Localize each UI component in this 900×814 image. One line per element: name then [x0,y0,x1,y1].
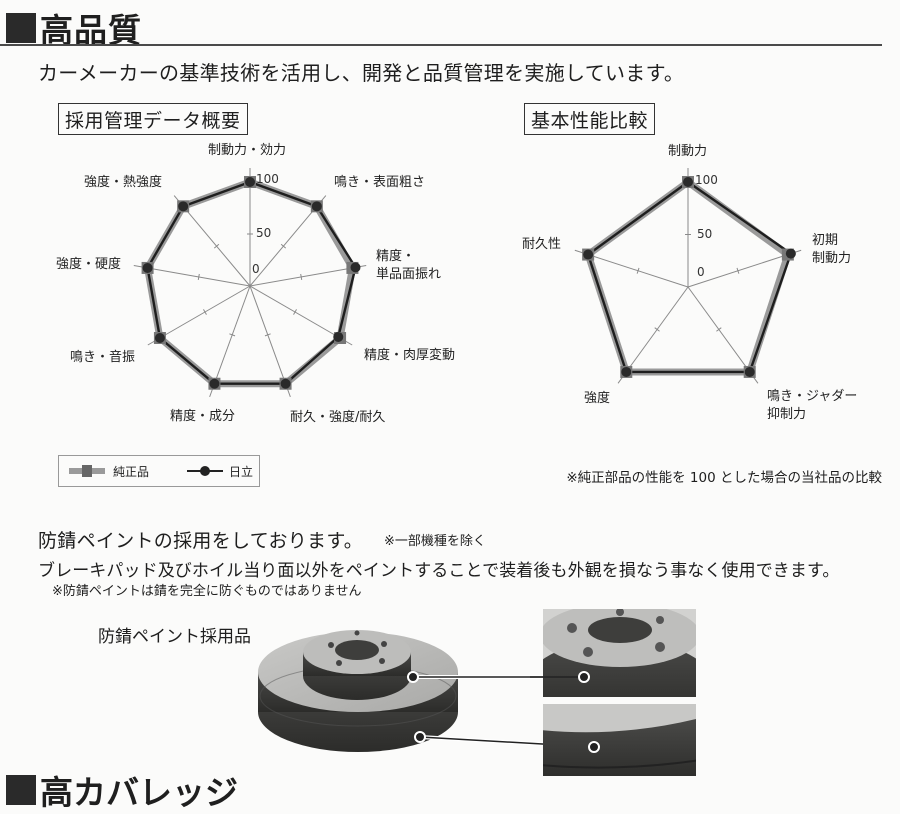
brake-disc-photos [258,609,696,776]
axis-label-thickness: 精度・肉厚変動 [364,348,456,363]
chart1-legend: 純正品 日立 [58,455,260,487]
axis-label-durability2: 耐久性 [522,237,562,252]
legend-square-marker-icon [69,465,105,477]
chart2-title: 基本性能比較 [524,103,656,135]
axis-label-initial-l2: 制動力 [812,251,852,266]
section-heading-coverage: 高カバレッジ [6,770,238,812]
chart1-tick-50: 50 [256,226,272,240]
radar-chart-1 [133,168,367,398]
heading-title: 高品質 [40,11,142,50]
axis-label-durability: 耐久・強度/耐久 [290,410,386,425]
chart2-tick-100: 100 [695,173,718,187]
legend-circle-marker-icon [187,466,224,476]
axis-label-braking-effect: 制動力・効力 [208,143,287,158]
axis-label-braking: 制動力 [668,144,708,159]
chart2-note: ※純正部品の性能を 100 とした場合の当社品の比較 [566,470,882,486]
legend-item-hitachi: 日立 [159,463,253,480]
photo-title: 防錆ペイント採用品 [98,627,251,647]
radar-charts [133,168,802,398]
axis-label-judder-l2: 抑制力 [767,407,807,422]
inset-hat-closeup [530,609,696,697]
series-hitachi-line [586,180,793,374]
axis-label-hardness: 強度・硬度 [56,257,122,272]
next-heading-title: 高カバレッジ [40,773,238,812]
heading-square-icon [6,775,36,805]
paint-heading: 防錆ペイントの採用をしております。 [38,530,364,552]
axis-label-heat-strength: 強度・熱強度 [84,175,163,190]
chart2-tick-0: 0 [697,265,705,279]
section-heading-quality: 高品質 [6,4,142,52]
chart1-tick-100: 100 [256,172,279,186]
axis-label-strength: 強度 [584,391,611,406]
callout-dot-hat [407,671,419,683]
heading-square-icon [6,13,36,43]
chart1-tick-0: 0 [252,262,260,276]
paint-heading-note: ※一部機種を除く [384,534,486,549]
heading-rule [0,44,882,46]
callout-dot-edge [414,731,426,743]
axis-label-composition: 精度・成分 [170,409,236,424]
axis-label-runout-l2: 単品面振れ [376,267,442,282]
axis-label-runout-l1: 精度・ [376,249,416,264]
lead-text: カーメーカーの基準技術を活用し、開発と品質管理を実施しています。 [38,61,685,85]
series-hitachi-line [146,180,357,385]
chart1-title: 採用管理データ概要 [58,103,248,135]
brake-disc-image [258,630,458,752]
inset-edge-closeup [543,704,696,776]
axis-label-noise-surface: 鳴き・表面粗さ [334,175,426,190]
paint-disclaimer: ※防錆ペイントは錆を完全に防ぐものではありません [52,584,362,599]
axis-label-judder-l1: 鳴き・ジャダー [767,389,858,404]
axis-label-initial-l1: 初期 [812,233,839,248]
radar-chart-2 [574,168,802,384]
chart2-tick-50: 50 [697,227,713,241]
paint-body: ブレーキパッド及びホイル当り面以外をペイントすることで装着後も外観を損なう事なく… [38,561,840,581]
axis-label-vibration: 鳴き・音振 [70,350,136,365]
legend-item-genuine: 純正品 [69,463,149,480]
